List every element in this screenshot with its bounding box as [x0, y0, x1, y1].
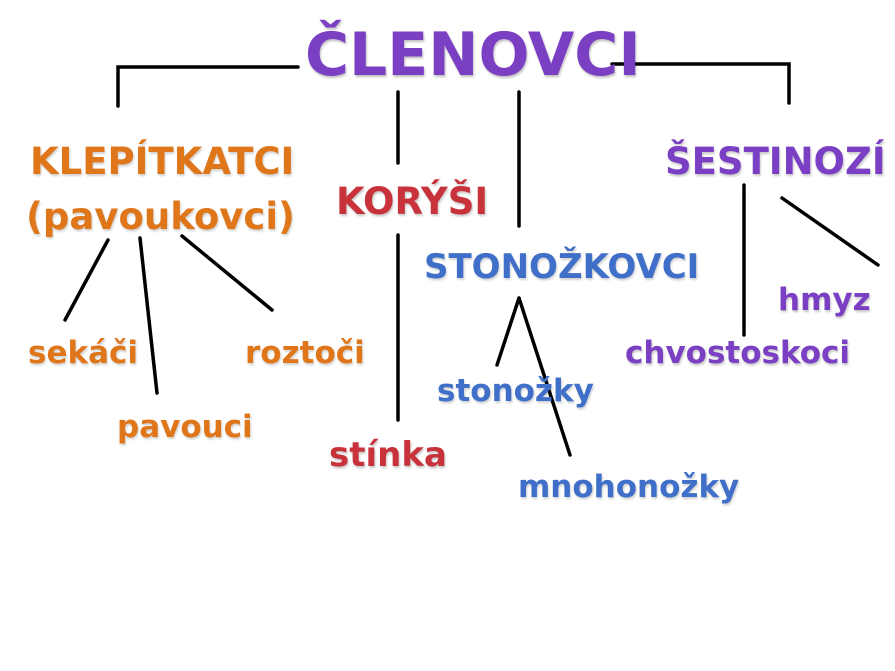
group-node-klepitkatci: KLEPÍTKATCI — [30, 140, 295, 183]
leaf-node-chvostoskoci: chvostoskoci — [625, 335, 851, 371]
leaf-node-roztoci: roztoči — [245, 335, 365, 371]
edge-klepitkatci-pavouci — [138, 236, 159, 395]
leaf-node-pavouci: pavouci — [117, 409, 253, 445]
leaf-node-mnohonozky: mnohonožky — [518, 469, 740, 505]
leaf-node-hmyz: hmyz — [778, 282, 871, 318]
edge-stonozkovci-mnohonozky — [517, 296, 572, 457]
root-node-clenovci: ČLENOVCI — [305, 20, 641, 90]
edge-klepitkatci-roztoci — [180, 234, 274, 312]
edge-stonozkovci-stonozky — [495, 296, 521, 367]
edge-root-klepitkatci — [116, 65, 300, 108]
edge-sestinozi-hmyz — [780, 196, 880, 267]
edge-klepitkatci-sekaci — [63, 238, 110, 322]
leaf-node-stonozky: stonožky — [437, 373, 594, 409]
group-node-sestinozi: ŠESTINOZÍ — [665, 140, 886, 183]
edge-root-sestinozi — [610, 62, 791, 105]
group-node-korysi: KORÝŠI — [336, 180, 489, 223]
leaf-node-stinka: stínka — [329, 435, 447, 475]
group-node-klepitkatci-sublabel: (pavoukovci) — [26, 195, 295, 238]
leaf-node-sekaci: sekáči — [28, 335, 139, 371]
group-node-stonozkovci: STONOŽKOVCI — [424, 247, 700, 287]
